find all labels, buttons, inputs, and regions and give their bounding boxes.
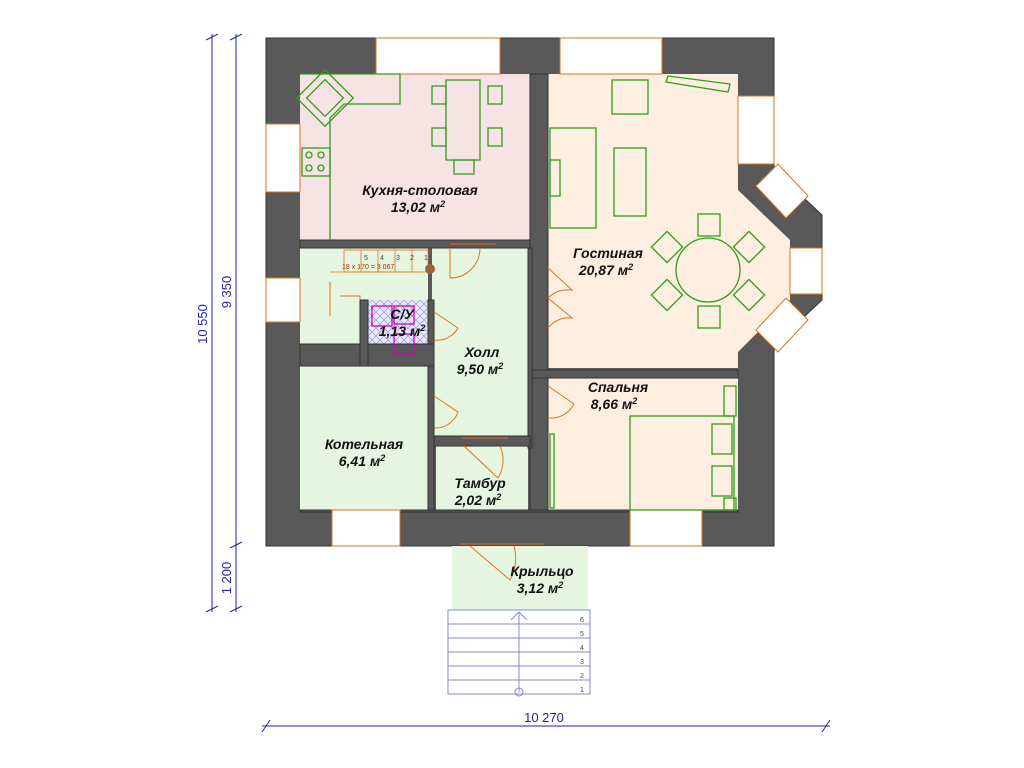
label-kitchen-name: Кухня-столовая xyxy=(362,182,478,198)
label-vestibule-name: Тамбур xyxy=(454,475,506,491)
interior-wall xyxy=(359,299,369,367)
dim-porch-depth: 1 200 xyxy=(219,562,234,595)
vestibule-floor xyxy=(436,446,528,510)
wc-fixtures xyxy=(371,305,415,355)
interior-wall xyxy=(527,247,533,449)
label-living-name: Гостиная xyxy=(573,245,643,261)
stair-step-2: 2 xyxy=(410,255,414,262)
label-wc-area: 1,13 м2 xyxy=(379,323,426,339)
label-wc-name: С/У xyxy=(390,306,415,322)
dim-house-height: 9 350 xyxy=(219,276,234,309)
dim-total-height: 10 550 xyxy=(195,304,210,344)
porch-step-6: 6 xyxy=(580,617,584,624)
windows xyxy=(265,37,823,547)
interior-wall xyxy=(529,73,549,371)
bedroom-furniture xyxy=(549,385,737,511)
interior-wall xyxy=(433,435,531,447)
label-porch-name: Крыльцо xyxy=(510,563,574,579)
label-bedroom-name: Спальня xyxy=(588,379,648,395)
label-boiler-name: Котельная xyxy=(325,436,403,452)
kitchen-floor xyxy=(300,74,530,240)
label-bedroom-area: 8,66 м2 xyxy=(591,396,638,412)
label-living-area: 20,87 м2 xyxy=(578,262,633,278)
living-furniture xyxy=(549,75,766,329)
porch-step-2: 2 xyxy=(580,673,584,680)
label-boiler-area: 6,41 м2 xyxy=(339,453,386,469)
dimension-lines xyxy=(205,33,831,733)
porch-step-5: 5 xyxy=(580,631,584,638)
internal-stair xyxy=(329,249,435,316)
interior-wall xyxy=(427,299,435,511)
doors xyxy=(433,243,575,581)
label-vestibule-area: 2,02 м2 xyxy=(454,492,502,508)
interior-wall xyxy=(299,509,739,513)
interior-wall xyxy=(529,377,549,511)
dim-total-width: 10 270 xyxy=(524,710,564,725)
porch-stairs: 6 5 4 3 2 1 xyxy=(447,609,591,697)
interior-wall xyxy=(529,369,739,379)
label-hall-area: 9,50 м2 xyxy=(457,361,504,377)
label-kitchen-area: 13,02 м2 xyxy=(391,199,445,215)
bedroom-floor xyxy=(548,378,738,510)
interior-wall xyxy=(299,239,531,249)
label-hall-name: Холл xyxy=(464,344,500,360)
porch-step-3: 3 xyxy=(580,659,584,666)
stair-step-4: 4 xyxy=(380,255,384,262)
porch-floor xyxy=(452,546,588,610)
stair-step-3: 3 xyxy=(396,255,400,262)
boiler-floor xyxy=(300,366,428,510)
label-porch-area: 3,12 м2 xyxy=(517,580,564,596)
porch-step-4: 4 xyxy=(580,645,584,652)
stair-note: 18 х 170 = 3 067 xyxy=(342,264,394,271)
porch-step-1: 1 xyxy=(580,687,584,694)
hall-floor xyxy=(432,248,528,436)
stair-step-5: 5 xyxy=(364,255,368,262)
stair-step-1: 1 xyxy=(424,255,428,262)
kitchen-furniture xyxy=(295,68,503,240)
